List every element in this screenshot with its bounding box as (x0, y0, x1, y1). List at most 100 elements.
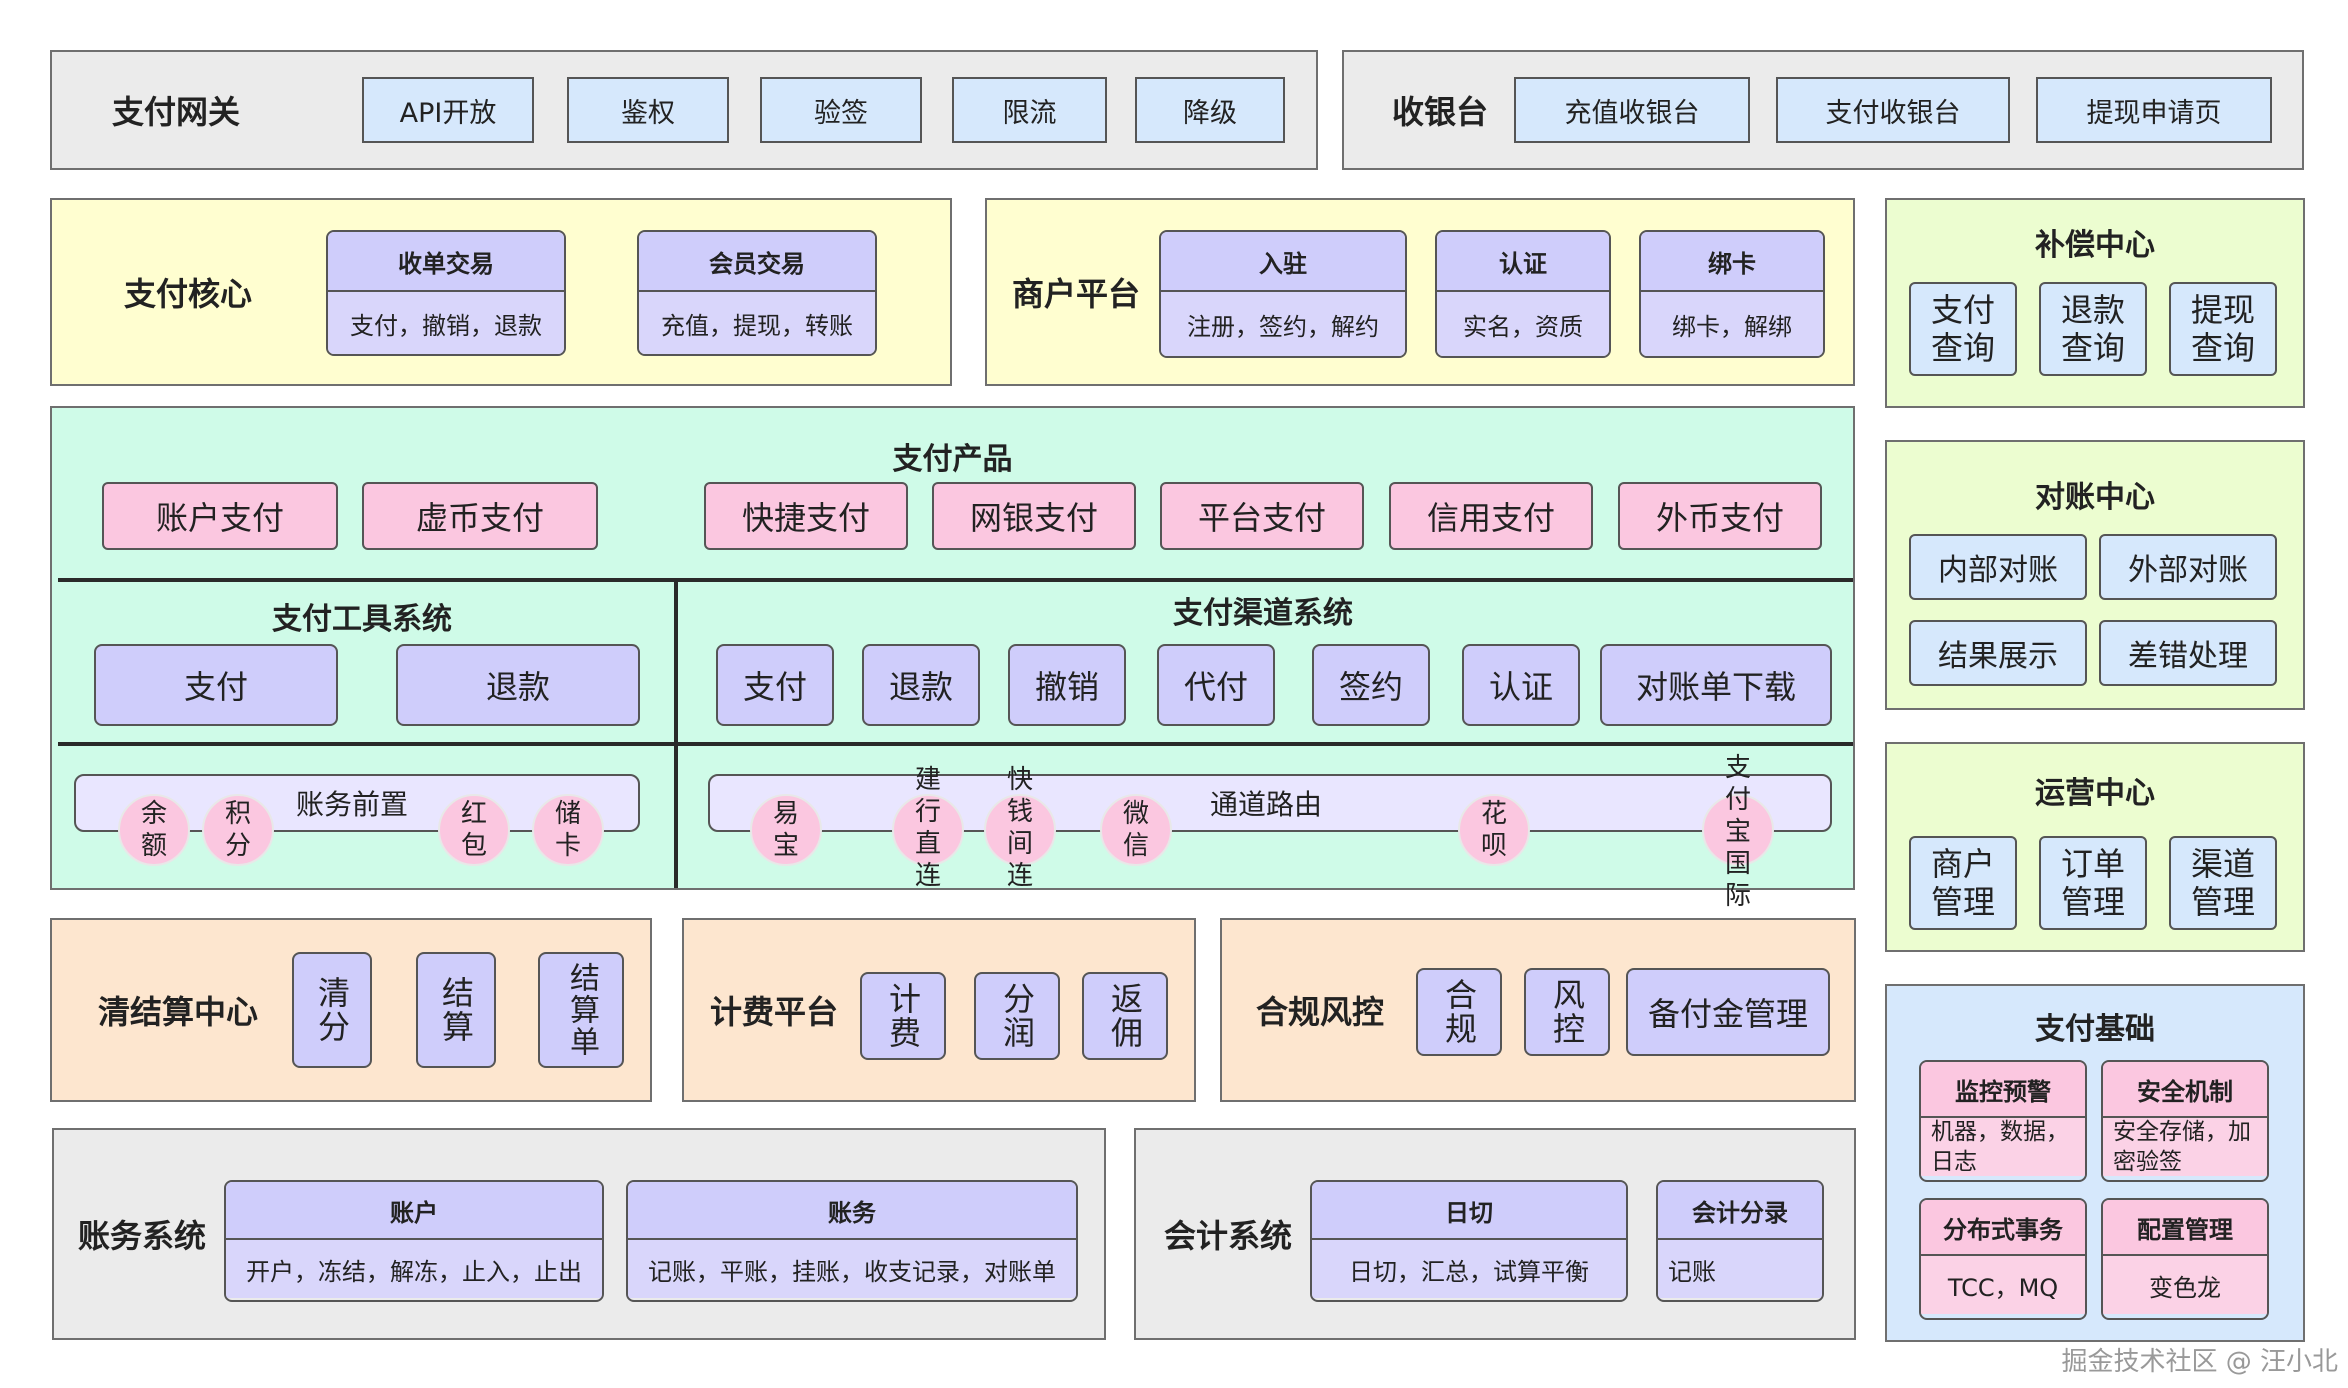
gateway-item: 验签 (760, 77, 922, 143)
operation-item-label: 订单管理 (2060, 845, 2125, 921)
card-body: 记账，平账，挂账，收支记录，对账单 (628, 1240, 1076, 1298)
card-title: 会计分录 (1658, 1182, 1822, 1240)
payment-product-panel: 支付产品 账户支付 虚币支付 快捷支付 网银支付 平台支付 信用支付 外币支付 … (50, 406, 1855, 911)
ledger-front-item: 余额 (118, 794, 190, 866)
routing-item (984, 794, 1056, 866)
risk-item: 风控 (1524, 968, 1610, 1056)
routing-item-label: 快钱间连 (1006, 765, 1033, 891)
compensation-item: 支付查询 (1909, 282, 2017, 376)
channel-item: 对账单下载 (1600, 644, 1832, 726)
cashier-item: 充值收银台 (1514, 77, 1750, 143)
card-body: 日切，汇总，试算平衡 (1312, 1240, 1626, 1298)
ledger-front-item: 储卡 (532, 794, 604, 866)
channel-item: 签约 (1312, 644, 1430, 726)
tools-title: 支付工具系统 (272, 602, 452, 637)
ledger-front-item-label: 积分 (224, 799, 251, 861)
channel-item: 支付 (716, 644, 834, 726)
section-divider (58, 742, 1853, 746)
merchant-title: 商户平台 (1012, 275, 1141, 313)
operation-panel: 运营中心 商户管理 订单管理 渠道管理 (1885, 742, 2305, 952)
routing-item (1702, 794, 1774, 866)
billing-item: 分润 (974, 972, 1060, 1060)
ledger-front-item: 红包 (438, 794, 510, 866)
card-body: 记账 (1658, 1240, 1822, 1298)
ledger-front-item-label: 红包 (460, 799, 487, 861)
reconcile-item: 结果展示 (1909, 620, 2087, 686)
operation-item: 订单管理 (2039, 836, 2147, 930)
product-item: 虚币支付 (362, 482, 598, 550)
product-item: 外币支付 (1618, 482, 1822, 550)
ledger-front-item: 积分 (202, 794, 274, 866)
card-title: 入驻 (1161, 232, 1405, 292)
basic-card: 分布式事务 TCC，MQ (1919, 1198, 2087, 1320)
card-title: 会员交易 (639, 232, 875, 292)
section-divider (674, 578, 678, 888)
tools-item: 退款 (396, 644, 640, 726)
cashier-panel: 收银台 充值收银台 支付收银台 提现申请页 (1342, 50, 2304, 170)
merchant-card: 绑卡 绑卡，解绑 (1639, 230, 1825, 358)
cashier-item: 提现申请页 (2036, 77, 2272, 143)
risk-item: 备付金管理 (1626, 968, 1830, 1056)
routing-item-label: 花呗 (1480, 799, 1507, 861)
basic-title: 支付基础 (2035, 1012, 2155, 1047)
product-title: 支付产品 (892, 442, 1013, 477)
product-item: 快捷支付 (704, 482, 908, 550)
card-body: 变色龙 (2103, 1256, 2267, 1314)
card-title: 账户 (226, 1182, 602, 1240)
clearing-item: 结算 (416, 952, 496, 1068)
product-item: 账户支付 (102, 482, 338, 550)
channel-item: 认证 (1462, 644, 1580, 726)
card-title: 绑卡 (1641, 232, 1823, 292)
card-body: 充值，提现，转账 (639, 292, 875, 354)
core-panel: 支付核心 收单交易 支付，撤销，退款 会员交易 充值，提现，转账 (50, 198, 952, 386)
compensation-item-label: 支付查询 (1930, 291, 1995, 367)
routing-item-label: 建行直连 (914, 765, 941, 891)
card-title: 收单交易 (328, 232, 564, 292)
reconcile-panel: 对账中心 内部对账 外部对账 结果展示 差错处理 (1885, 440, 2305, 710)
card-title: 日切 (1312, 1182, 1626, 1240)
accounting-card: 会计分录 记账 (1656, 1180, 1824, 1302)
basic-card: 监控预警 机器，数据，日志 (1919, 1060, 2087, 1182)
routing-item: 花呗 (1458, 794, 1530, 866)
channel-item: 退款 (862, 644, 980, 726)
card-title: 监控预警 (1921, 1062, 2085, 1118)
clearing-item: 清分 (292, 952, 372, 1068)
section-divider (58, 578, 1853, 582)
routing-item-label: 支付宝国际 (1724, 753, 1751, 911)
routing-item-label: 微信 (1122, 799, 1149, 861)
merchant-panel: 商户平台 入驻 注册，签约，解约 认证 实名，资质 绑卡 绑卡，解绑 (985, 198, 1855, 386)
operation-item: 渠道管理 (2169, 836, 2277, 930)
product-item: 平台支付 (1160, 482, 1364, 550)
routing-item (892, 794, 964, 866)
compensation-panel: 补偿中心 支付查询 退款查询 提现查询 (1885, 198, 2305, 408)
core-title: 支付核心 (124, 275, 253, 313)
ledger-front-item-label: 余额 (140, 799, 167, 861)
accounts-card: 账务 记账，平账，挂账，收支记录，对账单 (626, 1180, 1078, 1302)
billing-item: 计费 (860, 972, 946, 1060)
compensation-item-label: 提现查询 (2190, 291, 2255, 367)
card-body: 绑卡，解绑 (1641, 292, 1823, 356)
operation-item-label: 商户管理 (1930, 845, 1995, 921)
watermark: 掘金技术社区 @ 汪小北 (2061, 1347, 2338, 1377)
cashier-title: 收银台 (1392, 93, 1489, 131)
clearing-title: 清结算中心 (98, 993, 259, 1031)
basic-card: 安全机制 安全存储，加密验签 (2101, 1060, 2269, 1182)
card-body: 实名，资质 (1437, 292, 1609, 356)
gateway-title: 支付网关 (112, 93, 241, 131)
cashier-item: 支付收银台 (1776, 77, 2010, 143)
tools-item: 支付 (94, 644, 338, 726)
routing-item: 微信 (1100, 794, 1172, 866)
product-item: 信用支付 (1389, 482, 1593, 550)
channel-item: 代付 (1157, 644, 1275, 726)
basic-card: 配置管理 变色龙 (2101, 1198, 2269, 1320)
card-body: 安全存储，加密验签 (2103, 1118, 2267, 1176)
card-body: 支付，撤销，退款 (328, 292, 564, 354)
basic-panel: 支付基础 监控预警 机器，数据，日志 安全机制 安全存储，加密验签 分布式事务 … (1885, 984, 2305, 1342)
gateway-item: 鉴权 (567, 77, 729, 143)
merchant-card: 入驻 注册，签约，解约 (1159, 230, 1407, 358)
card-body: 机器，数据，日志 (1921, 1118, 2085, 1176)
risk-panel: 合规风控 合规 风控 备付金管理 (1220, 918, 1856, 1102)
compensation-item: 提现查询 (2169, 282, 2277, 376)
operation-item: 商户管理 (1909, 836, 2017, 930)
reconcile-item: 内部对账 (1909, 534, 2087, 600)
